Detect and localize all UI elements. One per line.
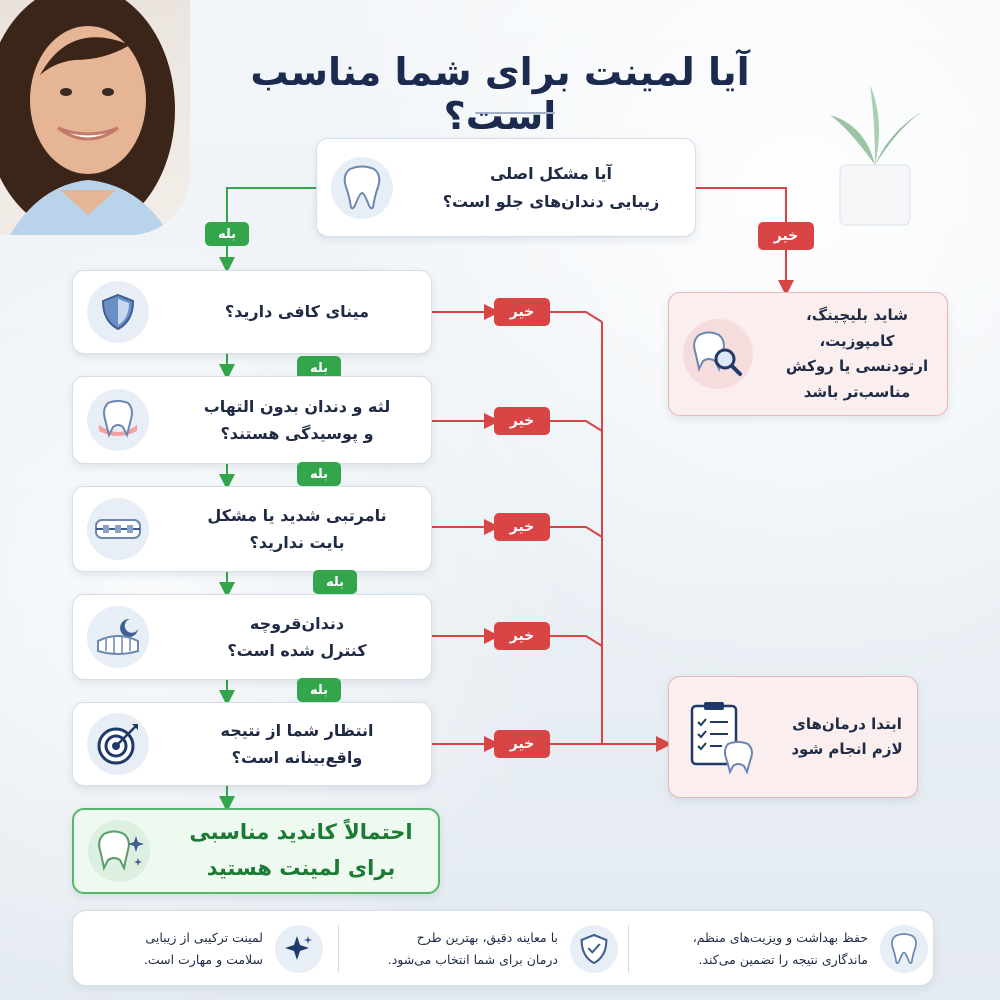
- step-bite-yes-label: بله: [313, 570, 357, 594]
- step-gum-yes-label: بله: [297, 462, 341, 486]
- target-icon: [87, 713, 149, 775]
- root-question-text: آیا مشکل اصلی زیبایی دندان‌های جلو است؟: [442, 164, 660, 211]
- step-gum-text: لثه و دندان بدون التهاب و پوسیدگی هستند؟: [203, 396, 391, 443]
- step-expectation-box: انتظار شما از نتیجه واقع‌بینانه است؟: [72, 702, 432, 786]
- shield-icon: [87, 281, 149, 343]
- footer-tip-veneer: لمینت ترکیبی از زیبایی سلامت و مهارت است…: [93, 911, 323, 987]
- plant-decoration: [830, 85, 925, 226]
- clipboard-tooth-icon: [683, 697, 763, 777]
- footer-tip-veneer-text: لمینت ترکیبی از زیبایی سلامت و مهارت است…: [143, 929, 263, 968]
- step-bruxism-box: دندان‌قروچه کنترل شده است؟: [72, 594, 432, 680]
- root-yes-label: بله: [205, 222, 249, 246]
- treat-first-text: ابتدا درمان‌های لازم انجام شود: [791, 714, 903, 759]
- step-bruxism-text: دندان‌قروچه کنترل شده است؟: [227, 613, 367, 660]
- result-candidate-box: احتمالاً کاندید مناسبی برای لمینت هستید: [72, 808, 440, 894]
- footer-tip-exam: با معاینه دقیق، بهترین طرح درمان برای شم…: [358, 911, 618, 987]
- root-no-label: خیر: [758, 222, 814, 250]
- alternative-treatments-text: شاید بلیچینگ، کامپوزیت، ارتودنسی یا روکش…: [785, 306, 929, 401]
- page-title: آیا لمینت برای شما مناسب است؟: [250, 50, 750, 138]
- gum-tooth-icon: [87, 389, 149, 451]
- tooth-icon: [880, 925, 928, 973]
- footer-tip-hygiene-text: حفظ بهداشت و ویزیت‌های منظم، ماندگاری نت…: [692, 929, 868, 968]
- step-bite-no-label: خیر: [494, 513, 550, 541]
- footer-divider: [338, 925, 339, 973]
- result-candidate-text: احتمالاً کاندید مناسبی برای لمینت هستید: [189, 820, 413, 880]
- step-gum-no-label: خیر: [494, 407, 550, 435]
- step-bruxism-yes-label: بله: [297, 678, 341, 702]
- step-expectation-text: انتظار شما از نتیجه واقع‌بینانه است؟: [220, 720, 374, 767]
- sparkle-icon: [275, 925, 323, 973]
- step-enamel-box: مینای کافی دارید؟: [72, 270, 432, 354]
- step-enamel-text: مینای کافی دارید؟: [224, 302, 370, 322]
- step-bite-box: نامرتبی شدید یا مشکل بایت ندارید؟: [72, 486, 432, 572]
- title-underline: [475, 112, 555, 114]
- treat-first-box: ابتدا درمان‌های لازم انجام شود: [668, 676, 918, 798]
- night-guard-icon: [87, 606, 149, 668]
- footer-tip-hygiene: حفظ بهداشت و ویزیت‌های منظم، ماندگاری نت…: [648, 911, 928, 987]
- smiling-woman-photo: [0, 0, 190, 235]
- step-bite-text: نامرتبی شدید یا مشکل بایت ندارید؟: [207, 505, 387, 552]
- step-bruxism-no-label: خیر: [494, 622, 550, 650]
- root-question-box: آیا مشکل اصلی زیبایی دندان‌های جلو است؟: [316, 138, 696, 237]
- footer-divider: [628, 925, 629, 973]
- tooth-search-icon: [683, 319, 753, 389]
- shield-check-icon: [570, 925, 618, 973]
- step-gum-box: لثه و دندان بدون التهاب و پوسیدگی هستند؟: [72, 376, 432, 464]
- tooth-icon: [331, 156, 393, 219]
- sparkle-tooth-icon: [88, 820, 150, 882]
- footer-tip-exam-text: با معاینه دقیق، بهترین طرح درمان برای شم…: [387, 929, 558, 968]
- braces-icon: [87, 498, 149, 560]
- step-expectation-no-label: خیر: [494, 730, 550, 758]
- footer-tips: حفظ بهداشت و ویزیت‌های منظم، ماندگاری نت…: [72, 910, 934, 986]
- alternative-treatments-box: شاید بلیچینگ، کامپوزیت، ارتودنسی یا روکش…: [668, 292, 948, 416]
- step-enamel-no-label: خیر: [494, 298, 550, 326]
